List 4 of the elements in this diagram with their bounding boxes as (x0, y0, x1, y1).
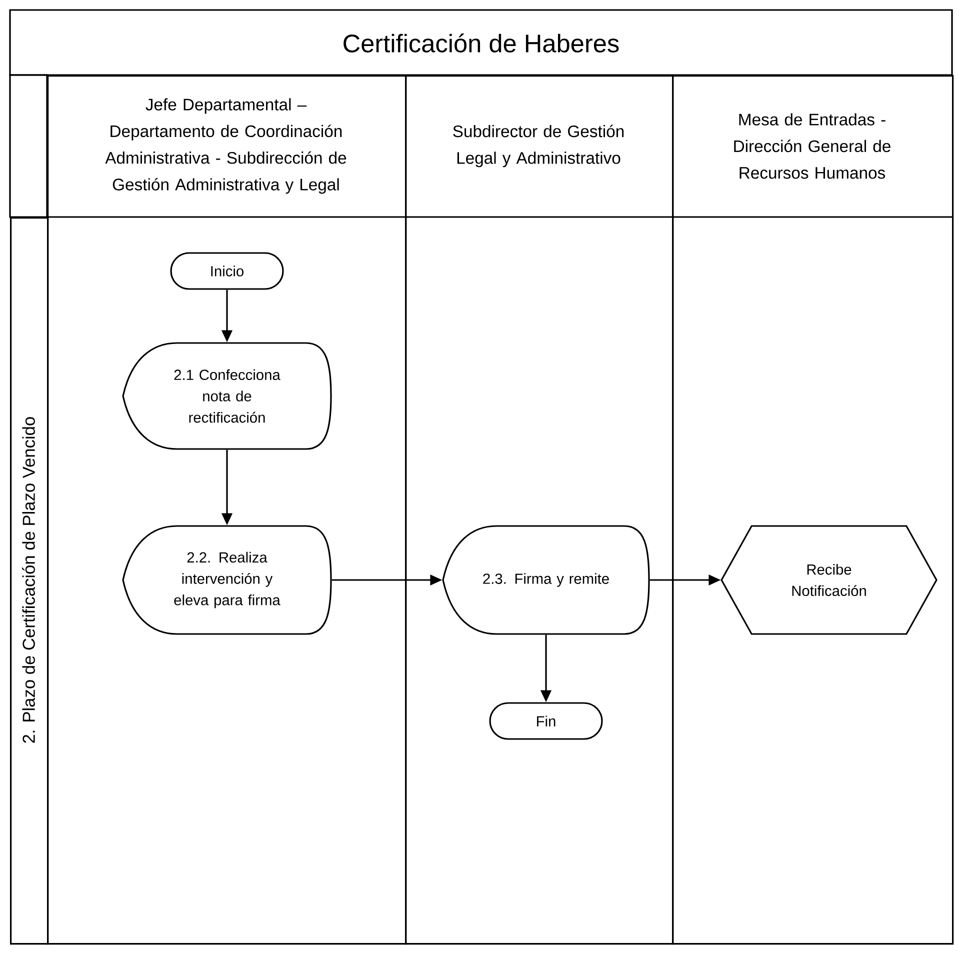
terminator: Fin (489, 702, 603, 740)
terminator: Inicio (170, 252, 284, 290)
title-band: Certificación de Haberes (9, 9, 953, 76)
row-label-cell: 2. Plazo de Certificación de Plazo Vencido (10, 217, 49, 945)
